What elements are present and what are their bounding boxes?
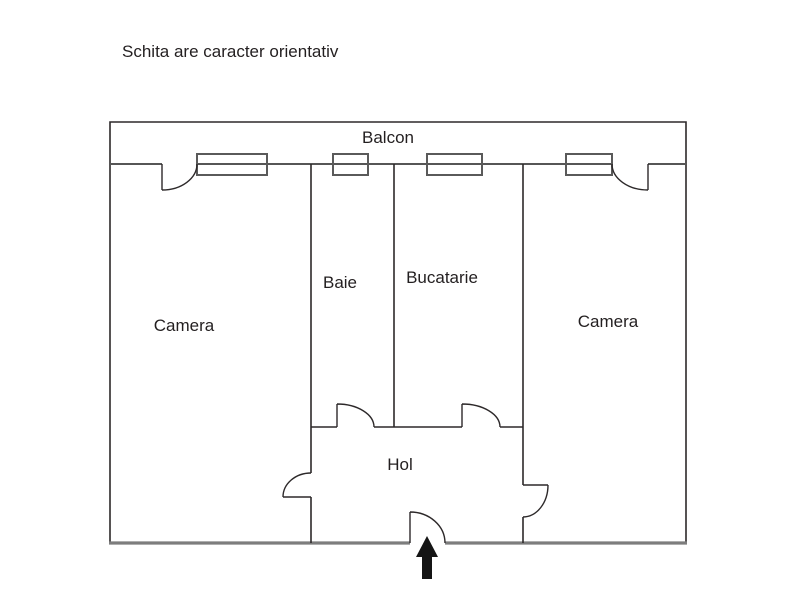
disclaimer-text: Schita are caracter orientativ — [122, 42, 339, 61]
room-label-bucatarie: Bucatarie — [406, 268, 478, 287]
door-balcon-camera-left — [161, 163, 198, 191]
room-label-hol: Hol — [387, 455, 413, 474]
room-label-camera-right: Camera — [578, 312, 639, 331]
room-label-camera-left: Camera — [154, 316, 215, 335]
door-entrance — [409, 511, 446, 544]
door-baie — [336, 403, 375, 428]
room-label-balcon: Balcon — [362, 128, 414, 147]
door-camera-right — [522, 484, 549, 518]
outer-wall — [109, 121, 687, 543]
door-camera-left — [282, 472, 312, 498]
door-bucatarie — [461, 403, 501, 428]
window-bucatarie — [426, 153, 483, 176]
window-baie — [332, 153, 369, 176]
door-balcon-camera-right — [611, 163, 649, 191]
room-label-baie: Baie — [323, 273, 357, 292]
entrance-arrow-icon — [416, 536, 438, 579]
